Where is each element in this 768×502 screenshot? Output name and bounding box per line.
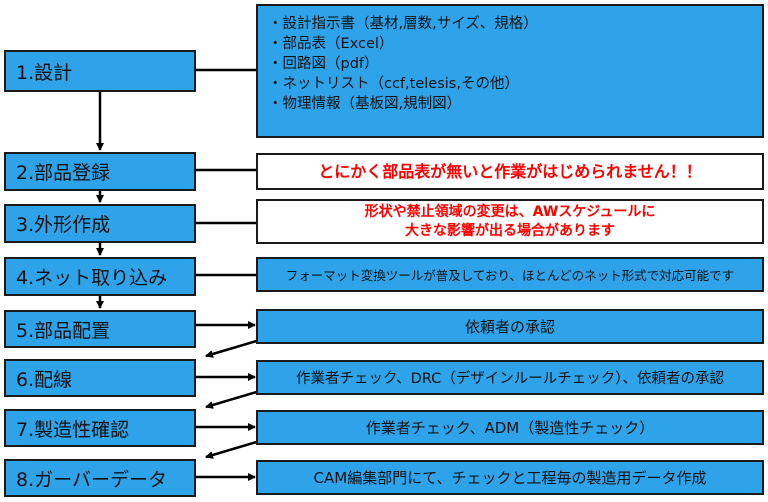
design-item: 回路図（pdf）	[268, 54, 762, 74]
routing-note-box: 作業者チェック、DRC（デザインルールチェック）、依頼者の承認	[256, 360, 764, 395]
step-net-import-label: 4.ネット取り込み	[16, 267, 168, 289]
step-routing: 6.配線	[4, 359, 196, 397]
arrow-note-to-routing	[205, 338, 261, 358]
dfm-note-text: 作業者チェック、ADM（製造性チェック）	[365, 419, 655, 437]
step-net-import: 4.ネット取り込み	[4, 257, 196, 296]
design-items-list: 設計指示書（基材,層数,サイズ、規格） 部品表（Excel） 回路図（pdf） …	[258, 6, 762, 114]
placement-note-box: 依頼者の承認	[256, 309, 764, 344]
step-manufacturability-check-label: 7.製造性確認	[16, 418, 130, 441]
parts-warning-text: とにかく部品表が無いと作業がはじめられません！！	[318, 161, 702, 181]
parts-warning-box: とにかく部品表が無いと作業がはじめられません！！	[256, 153, 764, 190]
design-item: 設計指示書（基材,層数,サイズ、規格）	[268, 14, 762, 34]
design-item: ネットリスト（ccf,telesis,その他）	[268, 74, 762, 94]
design-items-box: 設計指示書（基材,層数,サイズ、規格） 部品表（Excel） 回路図（pdf） …	[256, 4, 764, 138]
arrow-note-to-gerber	[205, 439, 261, 459]
net-note-box: フォーマット変換ツールが普及しており、ほとんどのネット形式で対応可能です	[256, 257, 764, 292]
step-design: 1.設計	[4, 50, 196, 92]
step-part-placement: 5.部品配置	[4, 310, 196, 348]
step-gerber-data-label: 8.ガーバーデータ	[16, 468, 167, 491]
dfm-note-box: 作業者チェック、ADM（製造性チェック）	[256, 410, 764, 445]
net-note-text: フォーマット変換ツールが普及しており、ほとんどのネット形式で対応可能です	[285, 268, 735, 283]
step-outline-creation: 3.外形作成	[4, 204, 196, 243]
step-manufacturability-check: 7.製造性確認	[4, 409, 196, 447]
step-parts-registration-label: 2.部品登録	[16, 162, 111, 184]
design-item: 物理情報（基板図,規制図）	[268, 94, 762, 114]
design-item: 部品表（Excel）	[268, 34, 762, 54]
step-design-label: 1.設計	[16, 61, 73, 84]
step-outline-creation-label: 3.外形作成	[16, 214, 111, 236]
gerber-note-text: CAM編集部門にて、チェックと工程毎の製造用データ作成	[313, 469, 707, 487]
step-gerber-data: 8.ガーバーデータ	[4, 459, 196, 497]
placement-note-text: 依頼者の承認	[464, 318, 555, 336]
outline-warning-box: 形状や禁止領域の変更は、AWスケジュールに 大きな影響が出る場合があります	[256, 199, 764, 244]
outline-warning-line: 大きな影響が出る場合があります	[405, 222, 615, 239]
arrow-note-to-dfm	[205, 389, 261, 409]
step-parts-registration: 2.部品登録	[4, 152, 196, 191]
step-part-placement-label: 5.部品配置	[16, 319, 111, 342]
gerber-note-box: CAM編集部門にて、チェックと工程毎の製造用データ作成	[256, 460, 764, 495]
step-routing-label: 6.配線	[16, 368, 73, 391]
outline-warning-line: 形状や禁止領域の変更は、AWスケジュールに	[364, 203, 656, 220]
routing-note-text: 作業者チェック、DRC（デザインルールチェック）、依頼者の承認	[295, 371, 725, 387]
